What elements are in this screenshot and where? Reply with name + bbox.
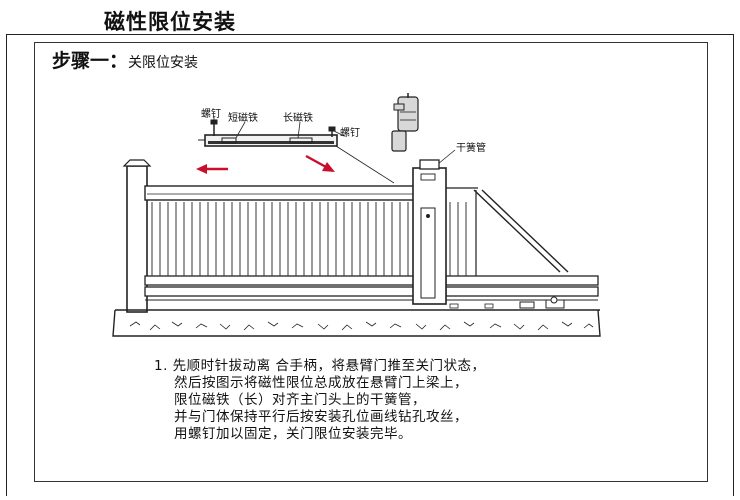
page-title: 磁性限位安装 [104,10,236,34]
step-heading: 步骤一：关限位安装 [52,46,198,73]
step-subtitle: 关限位安装 [128,55,199,71]
instruction-line-3: 限位磁铁（长）对齐主门头上的干簧管， [174,392,426,408]
outer-frame [6,34,734,496]
instruction-line-2: 然后按图示将磁性限位总成放在悬臂门上梁上， [174,375,468,391]
label-screw-right: 螺钉 [340,127,360,139]
label-screw-left: 螺钉 [201,108,221,120]
label-reed-switch: 干簧管 [456,141,486,154]
power-drill-icon [391,93,419,152]
leader-lines [213,117,456,184]
ground [112,309,601,337]
instruction-line-5: 用螺钉加以固定，关门限位安装完毕。 [174,426,412,442]
instructions: 1. 先顺时针拔动离 合手柄，将悬臂门推至关门状态， 然后按图示将磁性限位总成放… [154,358,485,443]
instruction-line-1: 1. 先顺时针拔动离 合手柄，将悬臂门推至关门状态， [154,358,486,374]
step-number: 步骤一 [52,50,110,72]
arrow-diagonal-icon [305,154,335,172]
limit-bracket [198,119,338,147]
label-short-magnet: 短磁铁 [228,111,258,124]
step-separator: ： [109,50,129,72]
inner-frame [34,42,708,482]
label-long-magnet: 长磁铁 [283,111,313,124]
gate-bars [151,202,467,276]
arrow-left-icon [196,164,228,174]
instruction-line-4: 并与门体保持平行后按安装孔位画线钻孔攻丝， [174,409,468,425]
gate [122,159,599,313]
